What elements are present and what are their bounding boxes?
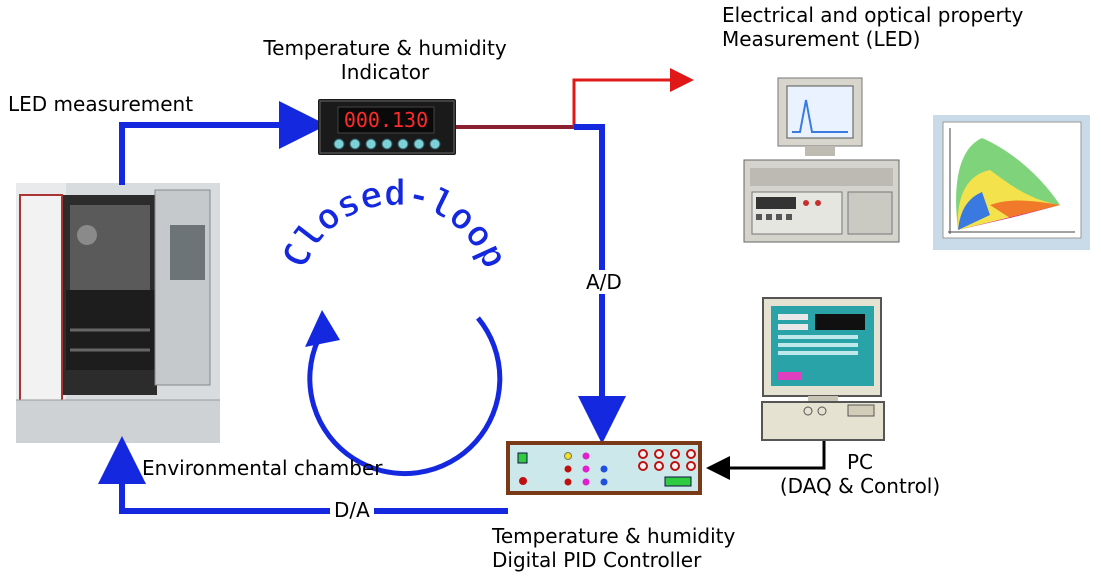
indicator-title-line1: Temperature & humidity — [263, 36, 507, 60]
closed-loop-arc — [307, 316, 503, 477]
cie-chart-image — [933, 115, 1090, 250]
chamber-to-indicator-arrow — [119, 101, 327, 185]
da-label: D/A — [330, 498, 374, 522]
pc-label-line1: PC — [846, 450, 874, 474]
pid-controller — [506, 441, 702, 495]
ad-signal-arrow — [574, 124, 626, 444]
closed-loop-text: Closed-loop — [275, 173, 515, 274]
measurement-equipment-image — [743, 77, 900, 243]
to-measurement-arrow — [572, 68, 694, 127]
closed-loop-arrowhead — [305, 310, 340, 347]
pc-image — [761, 297, 885, 441]
indicator-title-line2: Indicator — [340, 60, 430, 84]
indicator-buttons — [333, 138, 441, 150]
temperature-humidity-indicator: 000.130 — [318, 99, 456, 155]
measurement-title: Electrical and optical property Measurem… — [722, 3, 1023, 51]
indicator-title: Temperature & humidity Indicator — [250, 36, 520, 84]
pc-label: PC (DAQ & Control) — [765, 450, 955, 498]
controller-title-line1: Temperature & humidity — [492, 524, 736, 548]
led-measurement-label: LED measurement — [8, 92, 194, 116]
measurement-title-line2: Measurement (LED) — [722, 27, 921, 51]
environmental-chamber-label: Environmental chamber — [142, 456, 383, 480]
da-signal-arrow — [98, 436, 508, 514]
environmental-chamber-image — [16, 183, 220, 443]
controller-title: Temperature & humidity Digital PID Contr… — [492, 524, 735, 572]
pc-to-controller-arrow — [706, 440, 826, 480]
indicator-display-value: 000.130 — [344, 108, 428, 132]
ad-label: A/D — [582, 270, 626, 294]
controller-title-line2: Digital PID Controller — [492, 548, 702, 572]
measurement-title-line1: Electrical and optical property — [722, 3, 1024, 27]
pc-label-line2: (DAQ & Control) — [779, 474, 941, 498]
